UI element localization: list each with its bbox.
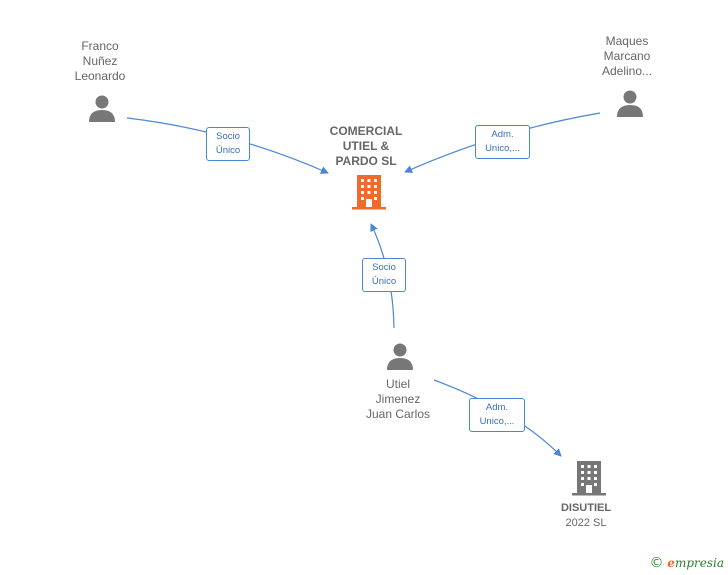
edge-label-line: Socio — [372, 262, 396, 273]
label-line: Jimenez — [375, 392, 421, 406]
edge-label-line: Adm. — [491, 129, 514, 140]
building-icon[interactable] — [572, 460, 606, 496]
edge-label-line: Único — [371, 276, 397, 287]
label-line: Leonardo — [74, 69, 126, 83]
edge-label-maques-comercial[interactable]: Adm. Unico,... — [475, 125, 530, 159]
edge-label-line: Unico,... — [479, 416, 515, 427]
label-line: Adelino... — [601, 64, 653, 78]
edge-label-line: Adm. — [485, 402, 509, 413]
person-icon[interactable] — [87, 93, 117, 123]
company-label-disutiel[interactable]: DISUTIEL 2022 SL — [546, 501, 626, 531]
label-line: Franco — [81, 39, 119, 53]
person-label-utiel[interactable]: Utiel Jimenez Juan Carlos — [353, 377, 443, 422]
person-icon[interactable] — [385, 341, 415, 371]
person-label-franco[interactable]: Franco Nuñez Leonardo — [60, 39, 140, 84]
brand-name: mpresia — [674, 556, 724, 570]
company-label-comercial[interactable]: COMERCIAL UTIEL & PARDO SL — [316, 124, 416, 169]
label-line: Juan Carlos — [365, 407, 431, 421]
label-line: Marcano — [603, 49, 651, 63]
edge-label-line: Unico,... — [485, 143, 520, 154]
label-line: UTIEL & — [342, 139, 390, 153]
copyright-icon: © — [649, 555, 664, 571]
building-icon[interactable] — [352, 174, 386, 210]
brand-initial: e — [667, 556, 675, 570]
label-line: Utiel — [385, 377, 410, 391]
label-line: 2022 SL — [565, 517, 607, 529]
label-line: PARDO SL — [335, 154, 397, 168]
label-line: COMERCIAL — [329, 124, 403, 138]
label-line: Nuñez — [82, 54, 118, 68]
edge-label-line: Socio — [216, 131, 240, 142]
edge-label-utiel-comercial[interactable]: Socio Único — [362, 258, 406, 292]
edge-label-franco-comercial[interactable]: Socio Único — [206, 127, 250, 161]
edge-label-line: Único — [215, 145, 241, 156]
edge-label-utiel-disutiel[interactable]: Adm. Unico,... — [469, 398, 525, 432]
label-line: Maques — [605, 34, 649, 48]
label-line: DISUTIEL — [560, 502, 612, 514]
person-icon[interactable] — [615, 88, 645, 118]
person-label-maques[interactable]: Maques Marcano Adelino... — [587, 34, 667, 79]
empresia-logo[interactable]: © empresia — [649, 555, 724, 571]
